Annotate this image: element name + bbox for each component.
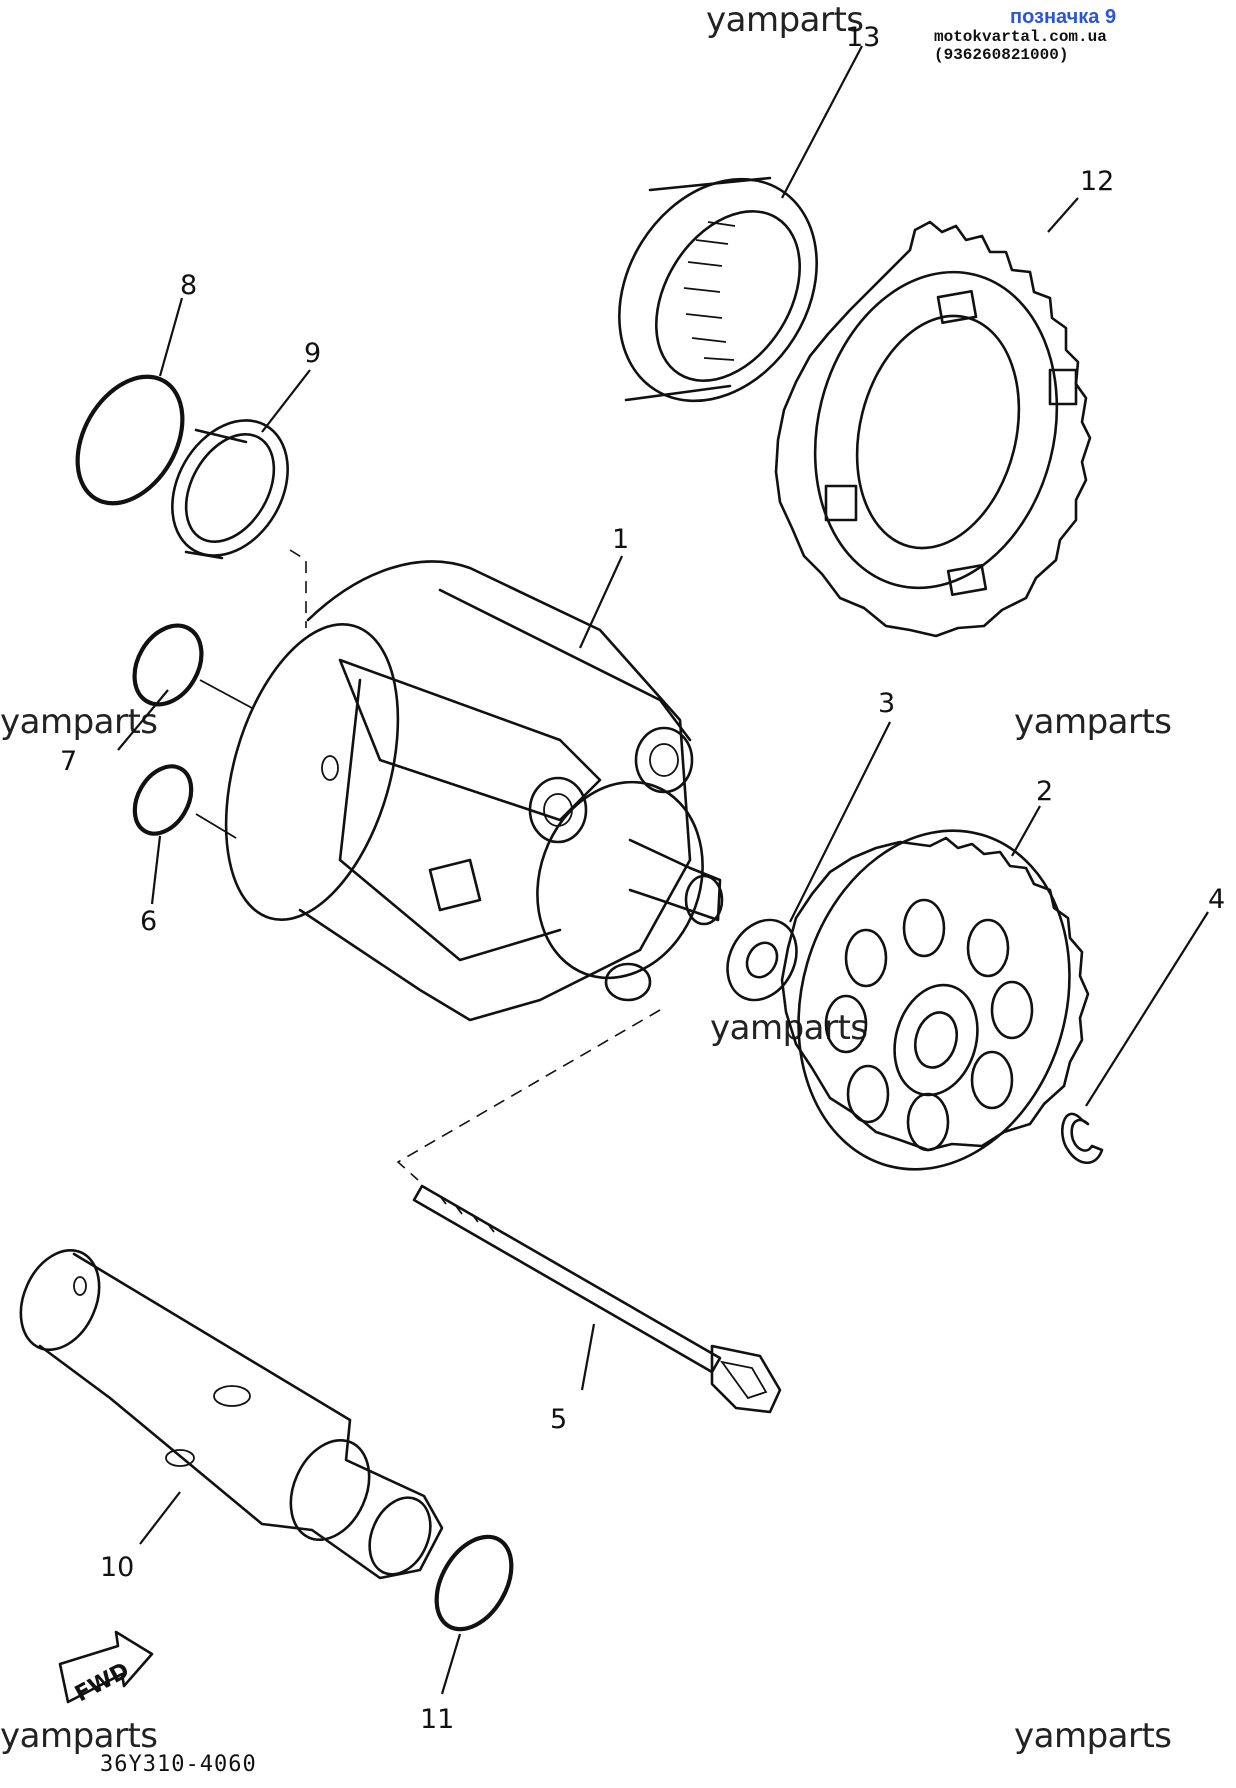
part-13-needle-bearing	[618, 176, 818, 403]
diagram-code: 36Y310-4060	[100, 1752, 257, 1777]
fwd-arrow-icon: FWD	[58, 1630, 154, 1707]
part-number-4: 4	[1208, 884, 1225, 915]
part-number-2: 2	[1036, 776, 1053, 807]
part-2-driven-gear	[780, 829, 1090, 1171]
part-12-starter-gear	[774, 220, 1092, 638]
part-number-11: 11	[420, 1704, 454, 1735]
watermark-mid-left: yamparts	[0, 702, 158, 742]
fwd-label: FWD	[71, 1658, 134, 1707]
part-number-1: 1	[612, 524, 629, 555]
watermark-top: yamparts	[706, 0, 864, 40]
part-10-shaft	[19, 1248, 444, 1580]
part-5-bolt	[396, 1009, 782, 1414]
header-site: motokvartal.com.ua (936260821000)	[934, 28, 1107, 64]
part-number-5: 5	[550, 1404, 567, 1435]
watermark-center: yamparts	[710, 1008, 868, 1048]
watermark-bottom-right: yamparts	[1014, 1716, 1172, 1756]
part-6-o-ring	[132, 764, 194, 836]
part-number-8: 8	[180, 270, 197, 301]
part-number-6: 6	[140, 906, 157, 937]
part-3-washer	[726, 918, 798, 1002]
part-number-13: 13	[846, 22, 880, 53]
part-4-circlip	[1061, 1112, 1104, 1165]
part-8-o-ring	[75, 374, 185, 506]
part-9-bushing	[171, 419, 307, 628]
part-number-3: 3	[878, 688, 895, 719]
header-label: позначка 9	[1010, 6, 1117, 28]
part-number-10: 10	[100, 1552, 134, 1583]
leader-lines	[117, 45, 1209, 1695]
part-11-o-ring	[434, 1534, 514, 1632]
part-number-12: 12	[1080, 166, 1114, 197]
part-number-7: 7	[60, 746, 77, 777]
part-1-oil-pump-body	[224, 560, 724, 1022]
watermark-bottom-left: yamparts	[0, 1716, 158, 1756]
part-7-o-ring	[132, 623, 204, 707]
watermark-mid-right: yamparts	[1014, 702, 1172, 742]
part-number-9: 9	[304, 338, 321, 369]
part-number-labels: 13 12 8 9 1 7 3 2 6 4 5 10 11	[60, 22, 1225, 1735]
